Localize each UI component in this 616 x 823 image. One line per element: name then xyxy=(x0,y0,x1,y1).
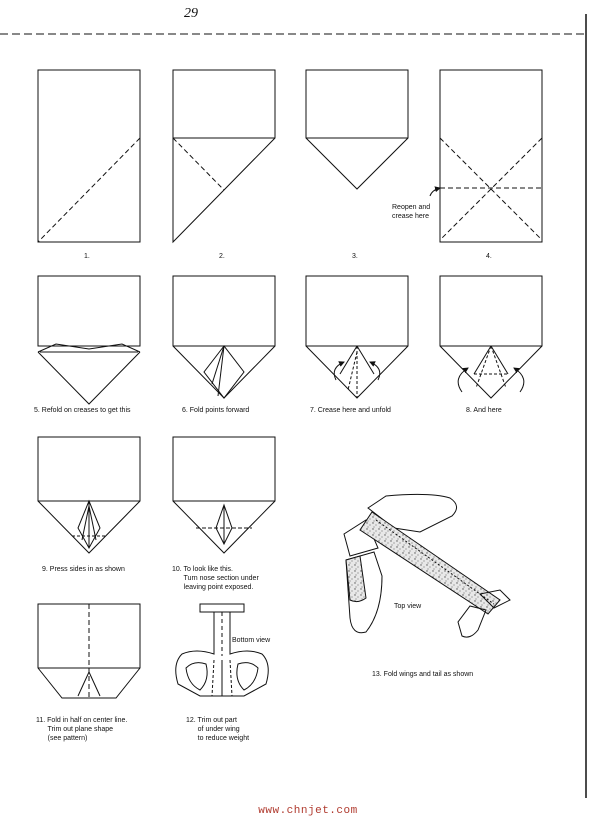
step-13-caption: 13. Fold wings and tail as shown xyxy=(372,671,474,678)
step-5-caption: 5. Refold on creases to get this xyxy=(34,407,131,414)
step-7-caption: 7. Crease here and unfold xyxy=(310,407,391,414)
step-1-caption: 1. xyxy=(84,253,90,260)
step-7-diagram xyxy=(305,275,409,399)
step-8-caption: 8. And here xyxy=(466,407,502,414)
step-12-diagram xyxy=(175,603,269,697)
step-9-caption: 9. Press sides in as shown xyxy=(42,566,125,573)
step-5-diagram xyxy=(37,275,141,405)
step-8-diagram xyxy=(439,275,543,399)
step-13-diagram xyxy=(343,493,511,638)
footer-watermark: www.chnjet.com xyxy=(258,805,358,817)
step-11-diagram xyxy=(37,603,141,699)
step-13-note: Top view xyxy=(394,603,422,610)
step-10-caption: 10. To look like this. Turn nose section… xyxy=(172,566,259,591)
step-1-diagram xyxy=(37,69,141,243)
step-12-note: Bottom view xyxy=(232,637,271,644)
page-number: 29 xyxy=(184,6,198,21)
step-11-caption: 11. Fold in half on center line. Trim ou… xyxy=(36,717,128,742)
step-4-caption: 4. xyxy=(486,253,492,260)
step-3-diagram xyxy=(305,69,409,190)
step-9-diagram xyxy=(37,436,141,554)
step-2-caption: 2. xyxy=(219,253,225,260)
step-4-note: Reopen and crease here xyxy=(392,204,431,220)
step-12-caption: 12. Trim out part of under wing to reduc… xyxy=(186,717,250,742)
step-4-diagram xyxy=(429,69,543,243)
step-10-diagram xyxy=(172,436,276,554)
step-6-caption: 6. Fold points forward xyxy=(182,407,250,414)
step-6-diagram xyxy=(172,275,276,399)
step-2-diagram xyxy=(172,69,276,244)
step-3-caption: 3. xyxy=(352,253,358,260)
